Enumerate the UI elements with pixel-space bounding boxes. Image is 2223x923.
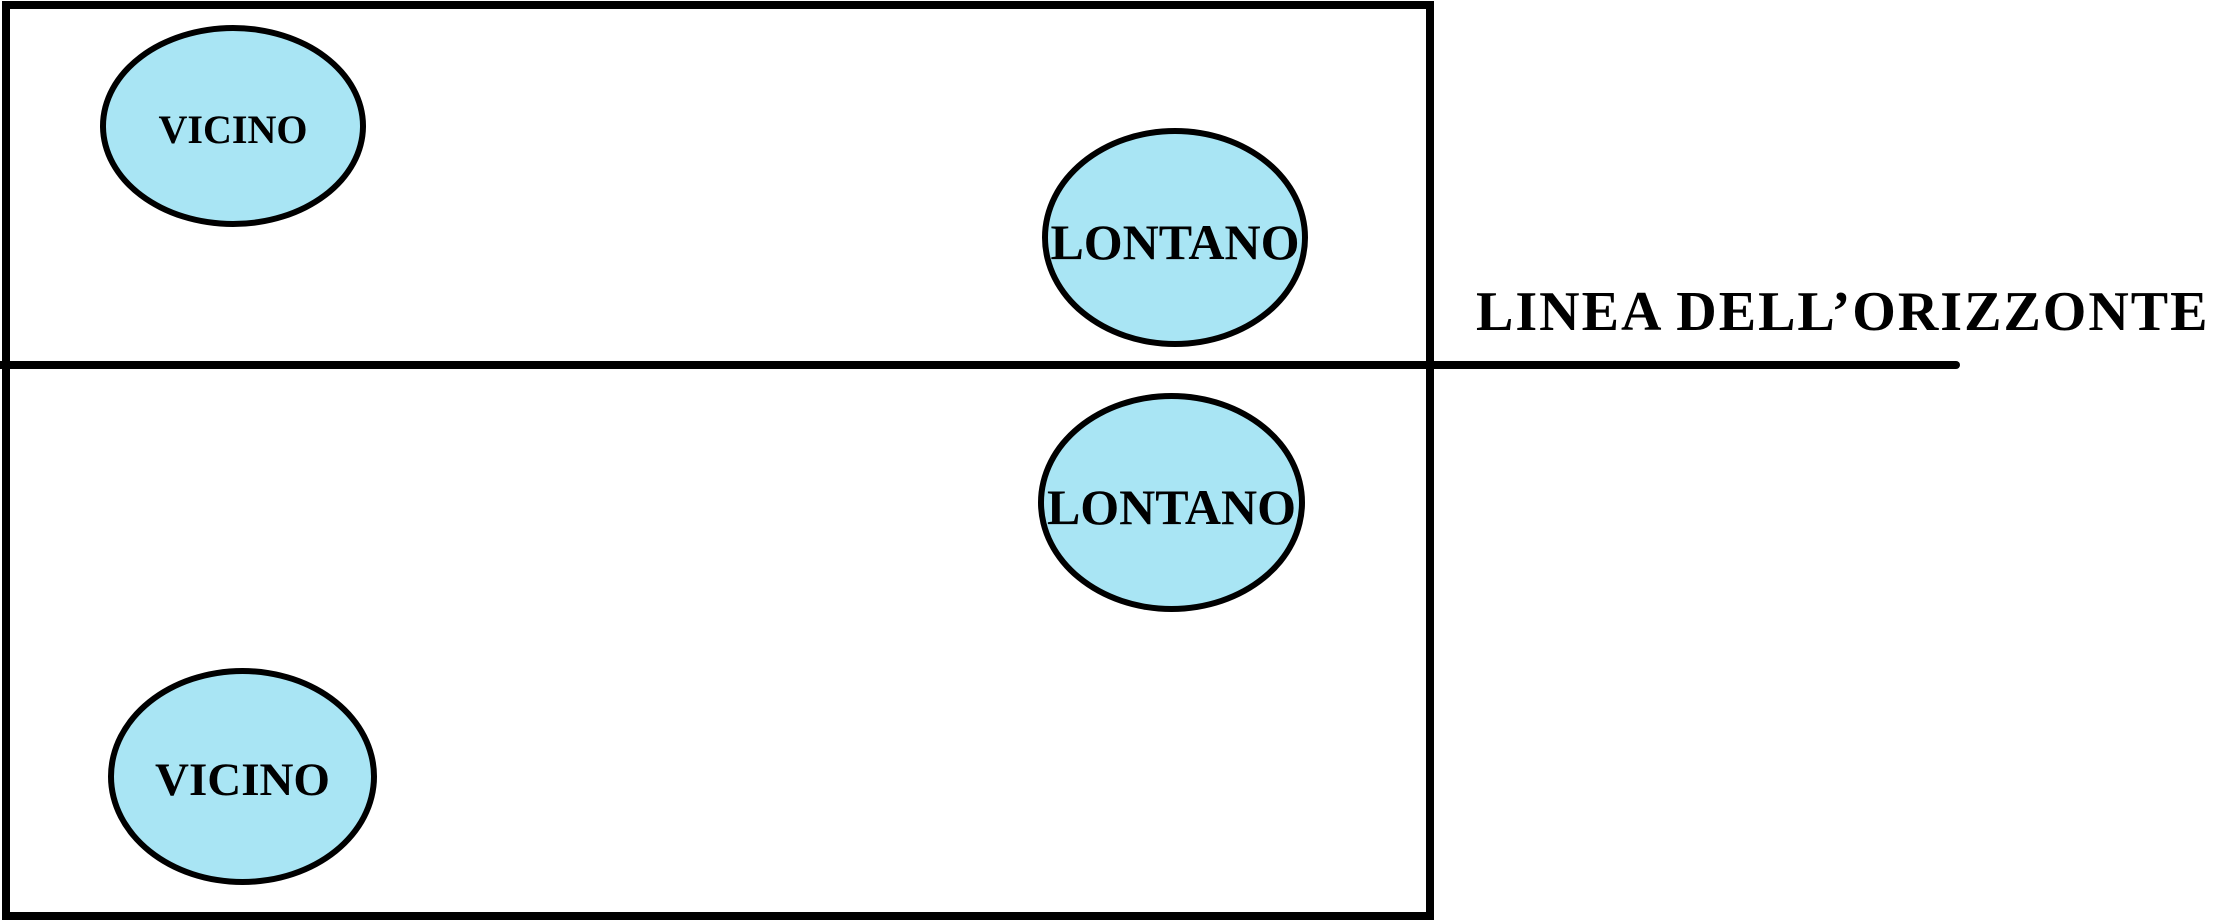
horizon-line-label: LINEA DELL’ORIZZONTE <box>1476 281 2210 343</box>
ellipse-lontano-top-right: LONTANO <box>1042 128 1308 347</box>
ellipse-vicino-top-left: VICINO <box>100 25 366 227</box>
ellipse-lontano-bottom-right: LONTANO <box>1038 393 1305 612</box>
ellipse-label: LONTANO <box>1046 478 1297 535</box>
ellipse-label: VICINO <box>158 107 308 152</box>
picture-plane-rectangle <box>2 1 1434 920</box>
ellipse-label: LONTANO <box>1050 213 1300 270</box>
horizon-line <box>0 361 1960 369</box>
ellipse-label: VICINO <box>155 754 330 806</box>
ellipse-vicino-bottom-left: VICINO <box>108 668 377 885</box>
